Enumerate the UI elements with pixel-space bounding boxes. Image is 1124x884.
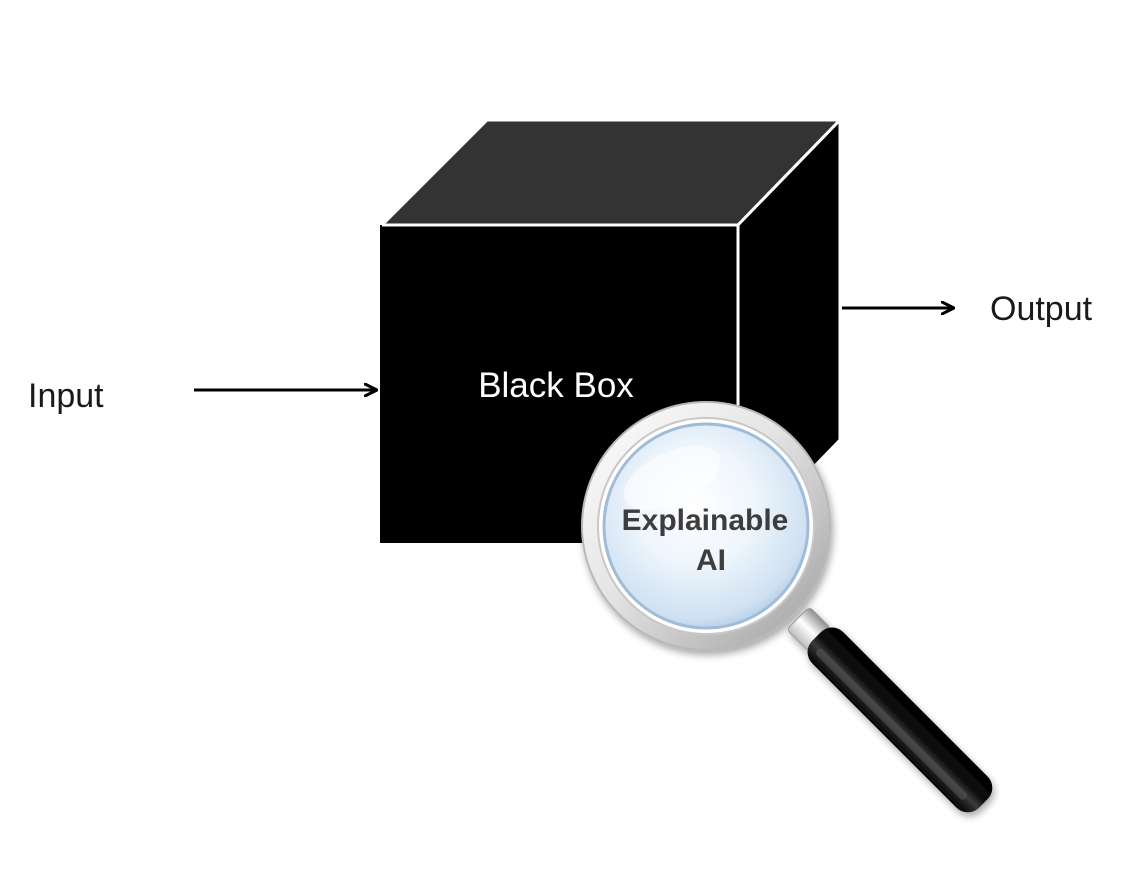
explainable-ai-label-line1: Explainable xyxy=(622,504,789,537)
input-label: Input xyxy=(28,377,104,415)
magnifying-glass-icon: Explainable AI xyxy=(581,401,993,813)
explainable-ai-label-line2: AI xyxy=(696,544,726,577)
black-box-label: Black Box xyxy=(478,366,634,405)
output-label: Output xyxy=(990,290,1093,328)
magnifier-handle xyxy=(787,607,993,813)
